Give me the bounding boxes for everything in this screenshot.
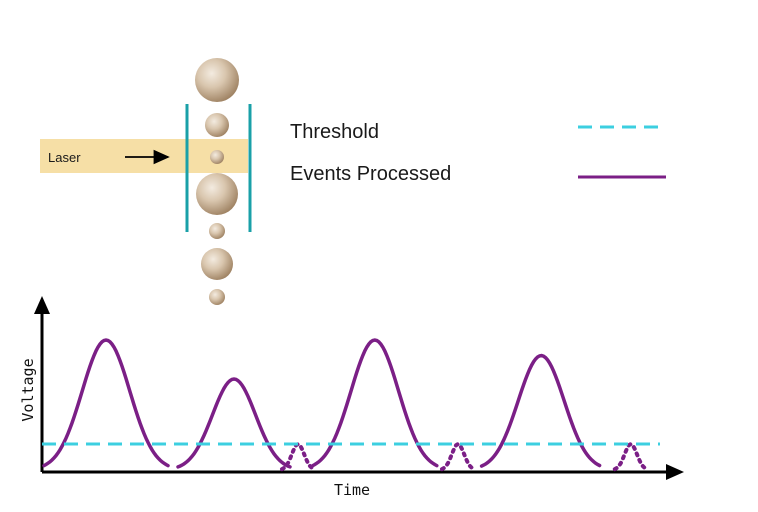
- legend: Threshold Events Processed: [290, 121, 666, 185]
- signal-plot: Voltage Time: [19, 296, 684, 499]
- pulse-processed-4: [311, 338, 439, 468]
- pulse-processed-6: [479, 353, 602, 468]
- x-axis-arrowhead: [666, 464, 684, 480]
- pulse-rejected-7: [612, 441, 649, 472]
- pulses: [42, 338, 649, 472]
- particle: [209, 289, 225, 305]
- particle: [205, 113, 229, 137]
- pulse-processed-2: [176, 377, 292, 469]
- particle: [195, 58, 239, 102]
- pulse-rejected-5: [440, 441, 476, 472]
- legend-threshold-label: Threshold: [290, 121, 379, 143]
- particle-stream: [195, 58, 239, 305]
- y-axis-arrowhead: [34, 296, 50, 314]
- legend-events-label: Events Processed: [290, 163, 451, 185]
- particle: [209, 223, 225, 239]
- particle: [201, 248, 233, 280]
- x-axis-label: Time: [334, 481, 370, 499]
- particle: [196, 173, 238, 215]
- y-axis-label: Voltage: [19, 358, 37, 421]
- pulse-processed-1: [42, 338, 170, 468]
- laser-label: Laser: [48, 150, 81, 165]
- pulse-rejected-3: [280, 441, 316, 472]
- particle: [210, 150, 224, 164]
- detector-bars: [185, 104, 252, 232]
